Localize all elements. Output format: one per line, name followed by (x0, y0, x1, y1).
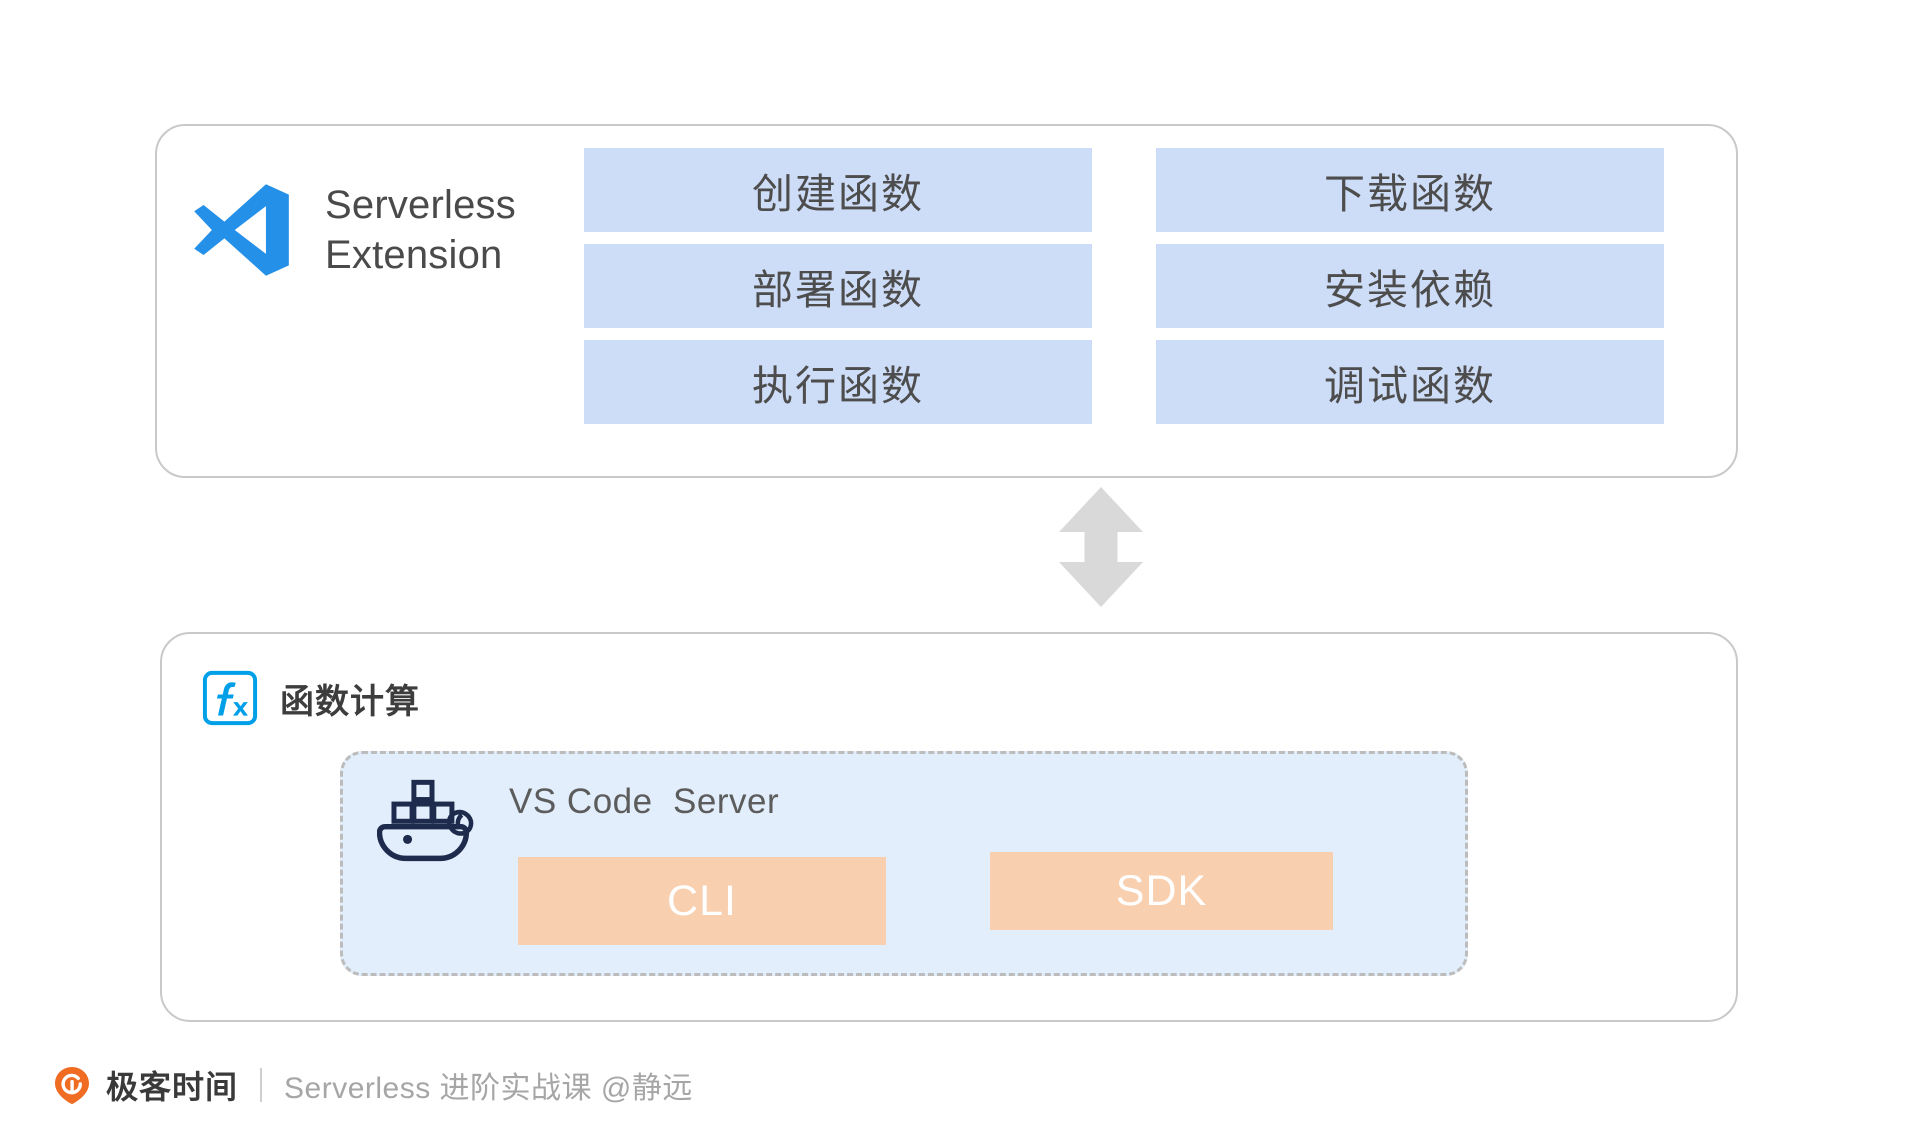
action-button-create-function[interactable]: 创建函数 (584, 148, 1092, 232)
fx-function-compute-icon (202, 670, 258, 726)
footer-divider (260, 1068, 263, 1102)
footer-subtitle: Serverless 进阶实战课 @静远 (284, 1072, 693, 1105)
serverless-extension-panel: Serverless Extension 创建函数 部署函数 执行函数 下载函数… (155, 124, 1738, 478)
vscode-server-container: VS Code Server CLI SDK (340, 751, 1468, 976)
action-button-invoke-function[interactable]: 执行函数 (584, 340, 1092, 424)
action-button-deploy-function[interactable]: 部署函数 (584, 244, 1092, 328)
function-compute-panel: 函数计算 VS Code Server CLI SDK (160, 632, 1738, 1022)
function-compute-title: 函数计算 (280, 682, 420, 721)
action-button-download-function[interactable]: 下载函数 (1156, 148, 1664, 232)
geektime-logo-icon (55, 1067, 89, 1104)
vscode-logo-icon (194, 184, 289, 276)
docker-whale-icon (377, 779, 474, 862)
double-headed-vertical-arrow-icon (1059, 487, 1143, 607)
chip-cli[interactable]: CLI (518, 857, 886, 945)
vscode-server-label: VS Code Server (509, 782, 780, 821)
action-button-debug-function[interactable]: 调试函数 (1156, 340, 1664, 424)
extension-actions-left: 创建函数 部署函数 执行函数 (584, 148, 1092, 424)
chip-sdk[interactable]: SDK (990, 852, 1333, 930)
footer-brand: 极客时间 (106, 1069, 239, 1105)
function-compute-header: 函数计算 (202, 670, 420, 726)
action-button-install-dependencies[interactable]: 安装依赖 (1156, 244, 1664, 328)
extension-actions-right: 下载函数 安装依赖 调试函数 (1156, 148, 1664, 424)
extension-brand: Serverless Extension (187, 178, 516, 282)
extension-title: Serverless Extension (325, 183, 516, 277)
footer-watermark: 极客时间 Serverless 进阶实战课 @静远 (52, 1062, 693, 1108)
